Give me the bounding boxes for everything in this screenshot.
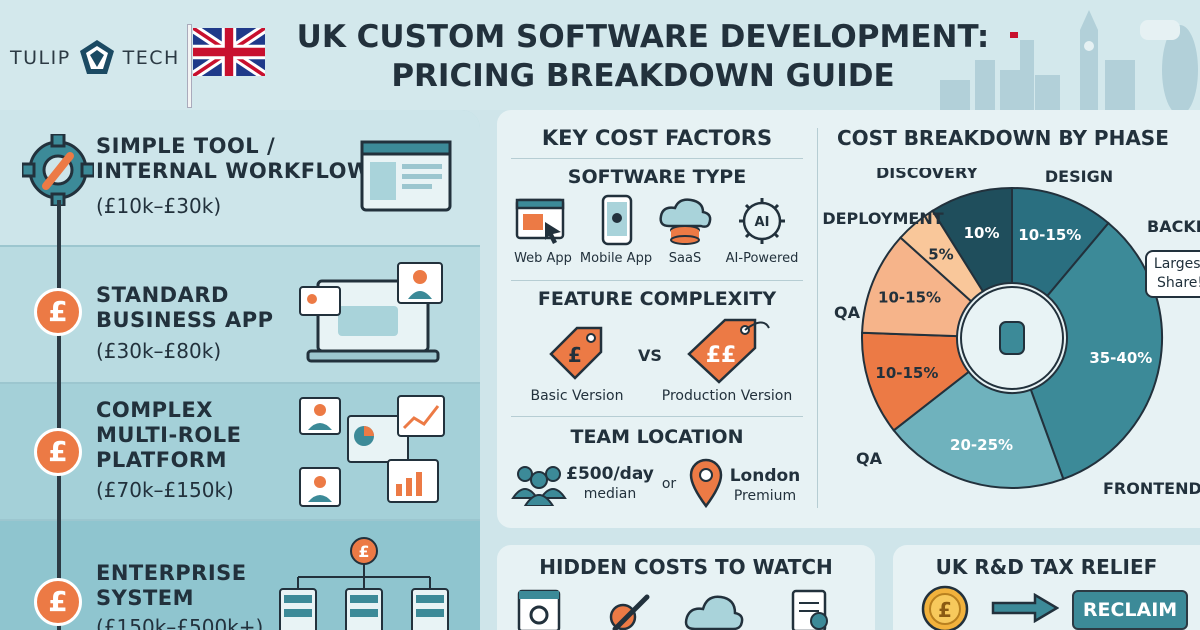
tier-price-range: (£70k–£150k) — [96, 478, 234, 502]
team-location-heading: TEAM LOCATION — [570, 426, 744, 448]
donut-phase-label: DISCOVERY — [876, 168, 978, 182]
arrow-right-icon — [991, 593, 1059, 623]
donut-slice-frontend — [892, 370, 1065, 489]
location-pin-icon — [689, 458, 723, 508]
header: TULIP TECH UK CUSTOM SOFTWARE DEVELOPMEN… — [0, 0, 1200, 110]
panel-divider — [817, 128, 818, 508]
gear-wrench-icon — [22, 134, 94, 206]
tier-title: ENTERPRISE SYSTEM — [96, 561, 247, 610]
ai-chip-icon: AI — [739, 198, 785, 244]
tier-price-range: (£10k–£30k) — [96, 194, 222, 218]
production-tag-glyph: ££ — [706, 343, 737, 368]
largest-share-callout: Largest Share! — [1145, 250, 1200, 298]
divider — [511, 280, 803, 281]
hosting-cloud-icon — [684, 595, 744, 630]
donut-phase-label: BACKEN — [1147, 217, 1200, 236]
logo-text-left: TULIP — [10, 47, 71, 69]
donut-value-label: 10-15% — [875, 364, 938, 382]
tier-timeline — [57, 200, 61, 630]
donut-phase-label: DEPLOYMENT — [822, 209, 943, 228]
title-line-2: PRICING BREAKDOWN GUIDE — [391, 58, 895, 94]
tulip-gem-icon — [79, 40, 114, 74]
tier-title: SIMPLE TOOL / INTERNAL WORKFLOW — [96, 134, 371, 183]
coin-pound-glyph: £ — [938, 598, 952, 622]
divider — [511, 158, 803, 159]
tier-title: COMPLEX MULTI-ROLE PLATFORM — [96, 398, 242, 472]
hidden-costs-panel: HIDDEN COSTS TO WATCH — [497, 545, 875, 630]
team-rate: £500/day — [566, 464, 654, 484]
web-app-icon — [515, 198, 565, 244]
database-icon — [999, 321, 1025, 355]
donut-value-label: 10% — [964, 224, 1000, 242]
saas-cloud-icon — [659, 198, 712, 245]
tax-relief-heading: UK R&D TAX RELIEF — [935, 555, 1158, 579]
donut-phase-label: QA — [834, 303, 861, 322]
pound-badge: £ — [34, 428, 82, 476]
london-sub: Premium — [733, 488, 797, 504]
tier-price-range: (£30k–£80k) — [96, 339, 222, 363]
multi-role-dashboard-icon — [299, 395, 445, 507]
software-type-label: AI-Powered — [725, 251, 799, 266]
mobile-app-icon — [601, 194, 633, 246]
pound-badge: £ — [34, 578, 82, 626]
key-cost-factors-heading: KEY COST FACTORS — [541, 126, 773, 150]
tier-enterprise: ENTERPRISE SYSTEM (£150k–£500k+) £ — [0, 521, 480, 630]
cost-breakdown-panel: COST BREAKDOWN BY PHASE 10% DISCOVERY 10-1… — [817, 110, 1200, 528]
company-logo[interactable]: TULIP TECH — [10, 38, 180, 78]
basic-version-label: Basic Version — [530, 388, 624, 404]
software-type-label: Mobile App — [579, 251, 653, 266]
donut-value-label: 10-15% — [878, 289, 941, 307]
svg-text:£: £ — [358, 542, 369, 561]
software-type-label: Web App — [514, 251, 572, 266]
tier-price-range: (£150k–£500k+) — [96, 615, 264, 630]
browser-window-icon — [360, 140, 452, 212]
donut-value-label: 5% — [928, 245, 953, 263]
reclaim-button[interactable]: RECLAIM — [1072, 590, 1188, 630]
page-title: UK CUSTOM SOFTWARE DEVELOPMENT: PRICING … — [283, 18, 1003, 96]
laptop-users-icon — [299, 262, 443, 363]
london-skyline-illustration — [940, 10, 1198, 110]
tier-title: STANDARD BUSINESS APP — [96, 283, 274, 332]
cost-breakdown-heading: COST BREAKDOWN BY PHASE — [837, 126, 1169, 150]
basic-tag-glyph: £ — [568, 343, 582, 367]
pound-coin-icon: £ — [921, 585, 969, 630]
tier-simple-tool: SIMPLE TOOL / INTERNAL WORKFLOW (£10k–£3… — [0, 110, 480, 247]
divider — [511, 416, 803, 417]
tier-standard-app: STANDARD BUSINESS APP (£30k–£80k) — [0, 247, 480, 384]
production-price-tag-icon: ££ — [687, 318, 770, 384]
pricing-tiers-column: SIMPLE TOOL / INTERNAL WORKFLOW (£10k–£3… — [0, 110, 480, 630]
or-label: or — [661, 476, 677, 492]
server-network-icon: £ — [279, 537, 449, 630]
software-type-label: SaaS — [668, 251, 702, 266]
maintenance-tools-icon — [609, 594, 650, 630]
donut-value-label: 20-25% — [950, 436, 1013, 454]
donut-phase-label: QA — [856, 449, 883, 468]
donut-phase-label: FRONTEND — [1103, 479, 1200, 498]
software-type-heading: SOFTWARE TYPE — [567, 166, 747, 188]
logo-text-right: TECH — [122, 47, 180, 69]
donut-slice-deployment — [899, 209, 985, 303]
feature-complexity-heading: FEATURE COMPLEXITY — [537, 288, 777, 310]
ai-glyph: AI — [755, 215, 770, 230]
production-version-label: Production Version — [661, 388, 793, 404]
title-line-1: UK CUSTOM SOFTWARE DEVELOPMENT: — [296, 19, 990, 55]
hidden-costs-heading: HIDDEN COSTS TO WATCH — [539, 555, 833, 579]
donut-value-label: 10-15% — [1018, 226, 1081, 244]
vs-label: VS — [638, 346, 662, 365]
team-people-icon — [511, 466, 567, 506]
basic-price-tag-icon: £ — [549, 326, 603, 380]
key-cost-factors-panel: KEY COST FACTORS SOFTWARE TYPE AI Web Ap… — [497, 110, 817, 528]
donut-phase-label: DESIGN — [1045, 168, 1113, 186]
search-document-icon — [517, 589, 561, 630]
pound-badge: £ — [34, 288, 82, 336]
team-rate-sub: median — [583, 486, 637, 502]
flagpole — [187, 24, 192, 108]
license-checklist-icon — [791, 589, 828, 630]
london-label: London — [729, 466, 801, 486]
donut-value-label: 35-40% — [1089, 349, 1152, 367]
uk-flag-icon — [193, 28, 265, 76]
cost-breakdown-donut-chart: 10% DISCOVERY 10-15% DESIGN 35-40% BACKEN 20-2… — [822, 168, 1200, 498]
